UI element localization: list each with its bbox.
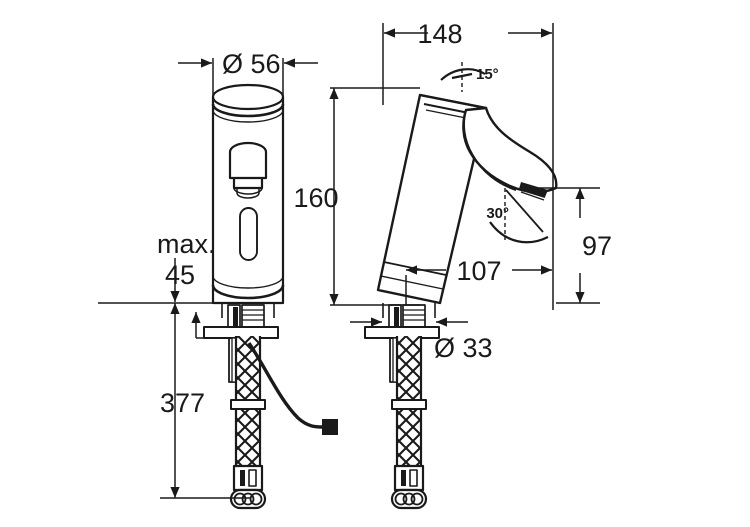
label-height-spout: 160	[293, 183, 338, 213]
front-power-cable	[247, 342, 338, 435]
side-braided-hose	[391, 336, 427, 466]
label-max-value: 45	[165, 260, 195, 290]
label-shank-length: 377	[160, 388, 205, 418]
front-mounting-assembly	[203, 303, 279, 339]
side-hose-fitting	[390, 464, 428, 510]
front-view	[203, 83, 338, 510]
angle-15-indicator	[440, 62, 486, 92]
label-angle-outlet: 30°	[486, 205, 509, 222]
side-outlet	[518, 182, 548, 201]
label-max: max.	[157, 229, 216, 259]
dimension-lines	[98, 23, 600, 499]
label-height-outlet: 97	[582, 231, 612, 261]
label-reach: 107	[456, 256, 501, 286]
side-mounting-assembly	[364, 303, 440, 339]
label-width-overall: 148	[417, 19, 462, 49]
dimension-labels: Ø 56 148 160 max. 45 377 107 97 Ø 33 15°…	[157, 19, 612, 418]
front-push-button	[228, 141, 268, 199]
front-hose-fitting	[229, 464, 267, 510]
label-diameter-top: Ø 56	[222, 49, 281, 79]
label-angle-top: 15°	[476, 66, 499, 83]
side-view	[364, 93, 558, 510]
label-diameter-shank: Ø 33	[434, 333, 493, 363]
front-braided-hose	[230, 336, 266, 466]
angle-30-indicator	[489, 188, 549, 244]
front-sensor-window	[239, 207, 258, 261]
